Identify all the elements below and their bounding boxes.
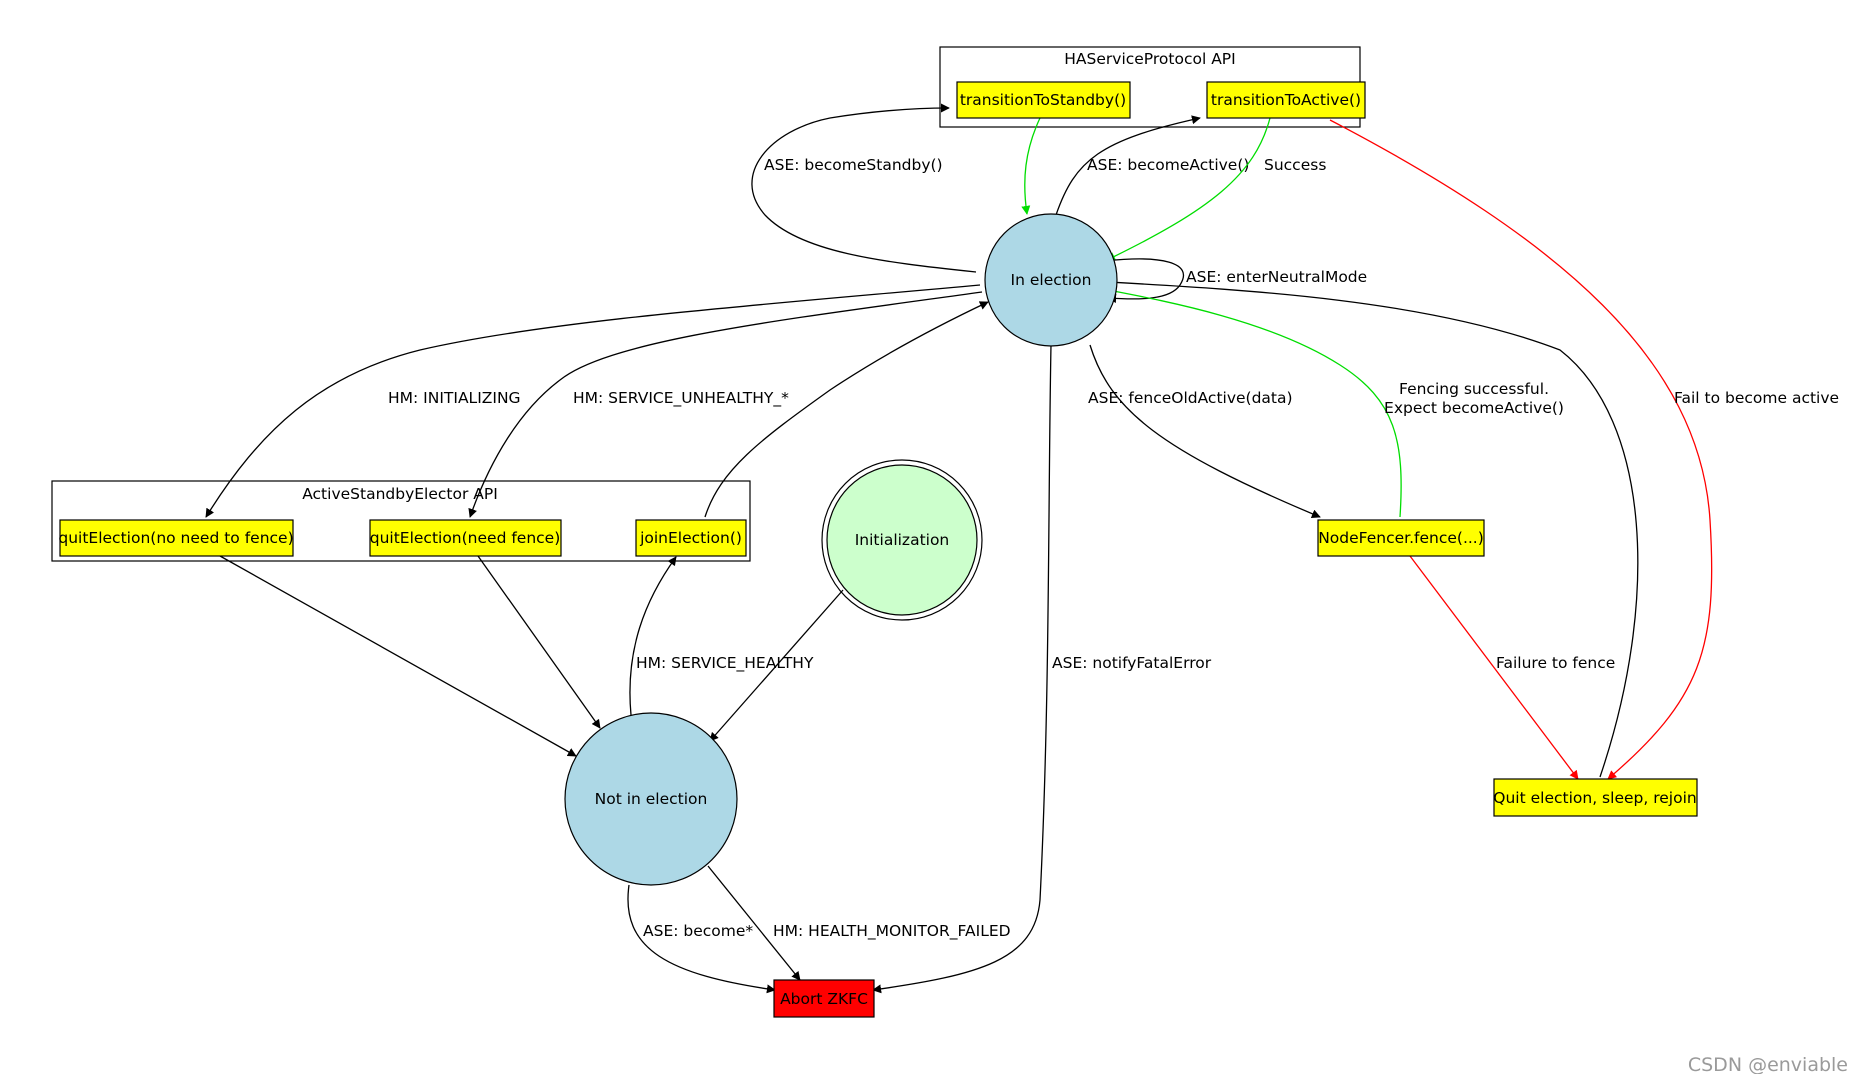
edge-label-fencing-successful-2: Expect becomeActive(): [1384, 399, 1564, 417]
node-not-in-election-label: Not in election: [595, 790, 708, 808]
node-abort-zkfc-label: Abort ZKFC: [780, 990, 868, 1008]
edge-label-hm-unhealthy: HM: SERVICE_UNHEALTHY_*: [573, 389, 789, 408]
node-quit-election-no-fence: quitElection(no need to fence): [58, 519, 294, 557]
node-transition-to-active-label: transitionToActive(): [1211, 91, 1361, 109]
edge-active-success: [1106, 117, 1271, 261]
node-transition-to-standby: transitionToStandby(): [956, 81, 1131, 119]
node-quit-election-need-fence-label: quitElection(need fence): [370, 529, 561, 547]
node-node-fencer: NodeFencer.fence(...): [1317, 519, 1485, 557]
edge-fencing-successful: [1107, 287, 1402, 518]
edge-label-hm-initializing: HM: INITIALIZING: [388, 389, 521, 407]
node-quit-sleep-rejoin-label: Quit election, sleep, rejoin: [1493, 789, 1696, 807]
node-transition-to-active: transitionToActive(): [1206, 81, 1366, 119]
edge-label-become-active: ASE: becomeActive(): [1087, 156, 1249, 174]
edge-fail-become-active: [1329, 119, 1713, 780]
edge-become-active: [1055, 115, 1201, 216]
edge-label-fence-old-active: ASE: fenceOldActive(data): [1088, 389, 1293, 407]
edge-label-fencing-successful-1: Fencing successful.: [1399, 380, 1549, 398]
node-join-election-label: joinElection(): [639, 529, 742, 547]
edge-standby-success: [1021, 117, 1041, 215]
node-initialization-label: Initialization: [855, 531, 950, 549]
edge-notify-fatal: [872, 344, 1052, 994]
node-initialization: Initialization: [821, 459, 983, 621]
node-not-in-election: Not in election: [564, 712, 738, 886]
cluster-haservice-label: HAServiceProtocol API: [1064, 50, 1235, 68]
edge-label-hm-monitor-failed: HM: HEALTH_MONITOR_FAILED: [773, 922, 1011, 941]
edge-join-to-in-election: [704, 301, 989, 518]
edge-label-notify-fatal: ASE: notifyFatalError: [1052, 654, 1212, 672]
edge-become-standby: [751, 103, 977, 273]
edge-quit-fence-to-not-in: [477, 555, 601, 729]
node-join-election: joinElection(): [635, 519, 747, 557]
edge-label-become-standby: ASE: becomeStandby(): [764, 156, 943, 174]
node-in-election-label: In election: [1011, 271, 1092, 289]
node-quit-election-need-fence: quitElection(need fence): [369, 519, 562, 557]
watermark: CSDN @enviable: [1688, 1054, 1848, 1074]
edge-label-fail-become-active: Fail to become active: [1674, 389, 1839, 407]
node-in-election: In election: [984, 213, 1118, 347]
node-transition-to-standby-label: transitionToStandby(): [960, 91, 1126, 109]
edge-label-failure-to-fence: Failure to fence: [1496, 654, 1615, 672]
edge-quit-nofence-to-not-in: [219, 555, 577, 757]
node-abort-zkfc: Abort ZKFC: [773, 979, 875, 1018]
edge-hm-unhealthy: [468, 291, 983, 518]
cluster-active-standby-elector-api: ActiveStandbyElector API: [51, 480, 751, 562]
edge-label-hm-service-healthy: HM: SERVICE_HEALTHY: [636, 654, 814, 673]
edge-rejoin-to-in-election: [1107, 277, 1639, 778]
edge-label-enter-neutral: ASE: enterNeutralMode: [1186, 268, 1367, 286]
node-quit-election-no-fence-label: quitElection(no need to fence): [58, 529, 293, 547]
edge-hm-monitor-failed: [707, 865, 801, 981]
edge-hm-service-healthy: [629, 556, 677, 716]
edge-ase-become-star: [627, 884, 776, 994]
edge-init-to-not-in: [709, 589, 844, 742]
edge-fence-old-active: [1089, 344, 1321, 519]
node-quit-sleep-rejoin: Quit election, sleep, rejoin: [1493, 778, 1698, 817]
edge-label-success: Success: [1264, 156, 1326, 174]
edge-enter-neutral: [1105, 258, 1185, 303]
edge-failure-to-fence: [1409, 555, 1579, 780]
node-node-fencer-label: NodeFencer.fence(...): [1318, 529, 1484, 547]
edge-hm-initializing: [205, 284, 981, 518]
edge-label-ase-become-star: ASE: become*: [643, 922, 753, 940]
cluster-elector-label: ActiveStandbyElector API: [302, 485, 498, 503]
